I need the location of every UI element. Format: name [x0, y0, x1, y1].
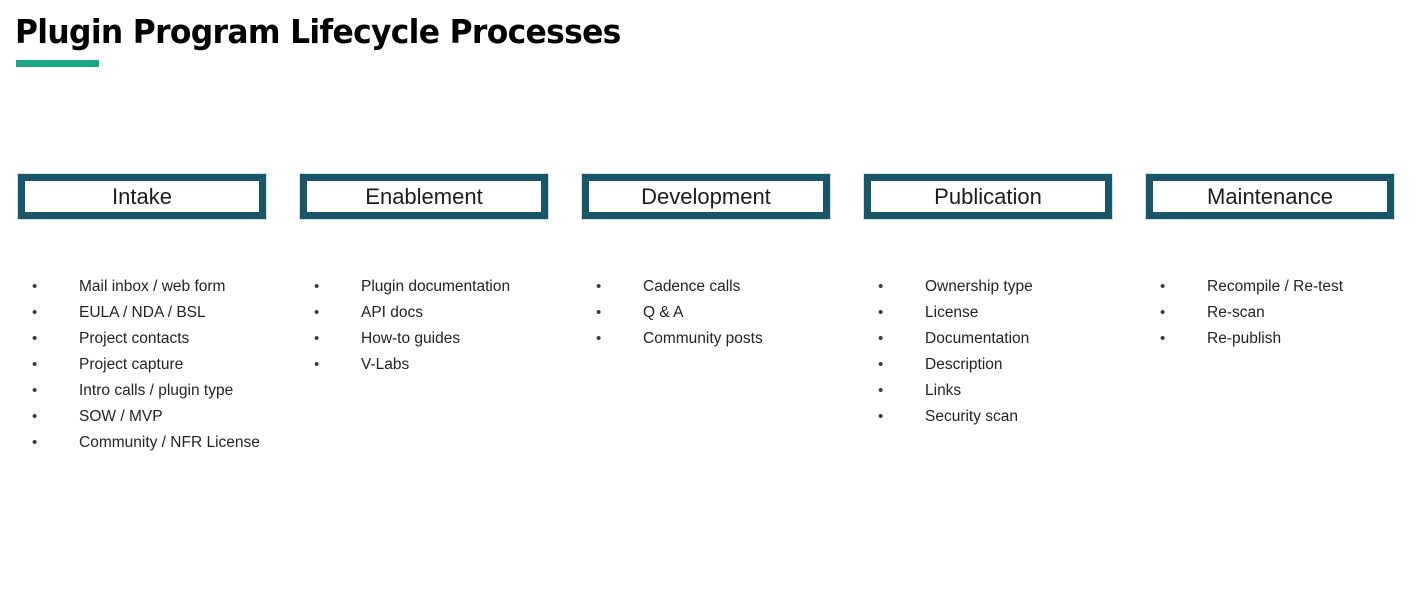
bullet-icon: •	[596, 278, 602, 295]
bullet-icon: •	[878, 356, 884, 373]
phase-header-label: Development	[641, 183, 771, 209]
bullet-icon: •	[32, 278, 38, 295]
list-item-label: SOW / MVP	[79, 408, 163, 425]
list-item: • Security scan	[878, 404, 1178, 430]
bullet-icon: •	[32, 330, 38, 347]
list-item: • Re-publish	[1160, 326, 1427, 352]
list-item-label: Mail inbox / web form	[79, 278, 226, 295]
list-item: • Mail inbox / web form	[32, 274, 332, 300]
bullet-icon: •	[596, 304, 602, 321]
bullet-icon: •	[878, 330, 884, 347]
list-item: • EULA / NDA / BSL	[32, 300, 332, 326]
list-item: • Recompile / Re-test	[1160, 274, 1427, 300]
bullet-icon: •	[1160, 330, 1166, 347]
list-item-label: Community / NFR License	[79, 434, 260, 451]
list-item-label: Cadence calls	[643, 278, 741, 295]
list-item: • Documentation	[878, 326, 1178, 352]
list-item-label: Q & A	[643, 304, 684, 321]
list-item: • V-Labs	[314, 352, 614, 378]
list-item-label: Recompile / Re-test	[1207, 278, 1344, 295]
phase-item-list-intake: • Mail inbox / web form • EULA / NDA / B…	[32, 274, 332, 456]
page-title: Plugin Program Lifecycle Processes	[15, 12, 621, 51]
list-item: • Ownership type	[878, 274, 1178, 300]
list-item: • Plugin documentation	[314, 274, 614, 300]
list-item: • SOW / MVP	[32, 404, 332, 430]
phase-header-development[interactable]: Development	[582, 174, 830, 219]
list-item-label: Documentation	[925, 330, 1030, 347]
phase-column-enablement: Enablement • Plugin documentation • API …	[300, 174, 548, 373]
bullet-icon: •	[314, 278, 320, 295]
list-item-label: API docs	[361, 304, 424, 321]
phase-item-list-publication: • Ownership type • License • Documentati…	[878, 274, 1178, 430]
list-item-label: Security scan	[925, 408, 1019, 425]
bullet-icon: •	[878, 408, 884, 425]
list-item-label: V-Labs	[361, 356, 410, 373]
list-item-label: Links	[925, 382, 962, 399]
phase-item-list-maintenance: • Recompile / Re-test • Re-scan • Re-pub…	[1160, 274, 1427, 352]
list-item: • Project contacts	[32, 326, 332, 352]
list-item: • Description	[878, 352, 1178, 378]
list-item-label: Intro calls / plugin type	[79, 382, 234, 399]
list-item: • Links	[878, 378, 1178, 404]
list-item: • How-to guides	[314, 326, 614, 352]
bullet-icon: •	[878, 304, 884, 321]
bullet-icon: •	[32, 408, 38, 425]
list-item: • Community posts	[596, 326, 896, 352]
phase-column-publication: Publication • Ownership type • License •…	[864, 174, 1112, 425]
phase-header-label: Enablement	[365, 183, 483, 209]
bullet-icon: •	[878, 278, 884, 295]
bullet-icon: •	[314, 356, 320, 373]
list-item: • API docs	[314, 300, 614, 326]
list-item-label: Project contacts	[79, 330, 190, 347]
list-item-label: Ownership type	[925, 278, 1033, 295]
bullet-icon: •	[32, 382, 38, 399]
list-item-label: Description	[925, 356, 1003, 373]
phase-header-label: Maintenance	[1207, 183, 1333, 209]
bullet-icon: •	[596, 330, 602, 347]
lifecycle-phase-row: Intake • Mail inbox / web form • EULA / …	[0, 174, 1427, 474]
list-item: • Project capture	[32, 352, 332, 378]
list-item: • Community / NFR License	[32, 430, 332, 456]
phase-item-list-enablement: • Plugin documentation • API docs • How-…	[314, 274, 614, 378]
list-item-label: How-to guides	[361, 330, 461, 347]
phase-item-list-development: • Cadence calls • Q & A • Community post…	[596, 274, 896, 352]
phase-header-intake[interactable]: Intake	[18, 174, 266, 219]
bullet-icon: •	[32, 304, 38, 321]
list-item-label: Re-publish	[1207, 330, 1282, 347]
list-item-label: Plugin documentation	[361, 278, 511, 295]
list-item-label: EULA / NDA / BSL	[79, 304, 206, 321]
title-accent-bar	[16, 60, 99, 67]
phase-header-maintenance[interactable]: Maintenance	[1146, 174, 1394, 219]
list-item: • Cadence calls	[596, 274, 896, 300]
phase-column-development: Development • Cadence calls • Q & A • Co…	[582, 174, 830, 347]
bullet-icon: •	[32, 434, 38, 451]
bullet-icon: •	[314, 304, 320, 321]
phase-header-label: Intake	[112, 183, 172, 209]
list-item-label: License	[925, 304, 979, 321]
list-item: • License	[878, 300, 1178, 326]
phase-column-intake: Intake • Mail inbox / web form • EULA / …	[18, 174, 266, 451]
bullet-icon: •	[1160, 278, 1166, 295]
phase-column-maintenance: Maintenance • Recompile / Re-test • Re-s…	[1146, 174, 1394, 347]
list-item: • Re-scan	[1160, 300, 1427, 326]
list-item: • Q & A	[596, 300, 896, 326]
list-item-label: Community posts	[643, 330, 763, 347]
bullet-icon: •	[1160, 304, 1166, 321]
phase-header-label: Publication	[934, 183, 1042, 209]
list-item-label: Project capture	[79, 356, 184, 373]
phase-header-enablement[interactable]: Enablement	[300, 174, 548, 219]
bullet-icon: •	[32, 356, 38, 373]
bullet-icon: •	[878, 382, 884, 399]
bullet-icon: •	[314, 330, 320, 347]
list-item-label: Re-scan	[1207, 304, 1265, 321]
list-item: • Intro calls / plugin type	[32, 378, 332, 404]
phase-header-publication[interactable]: Publication	[864, 174, 1112, 219]
